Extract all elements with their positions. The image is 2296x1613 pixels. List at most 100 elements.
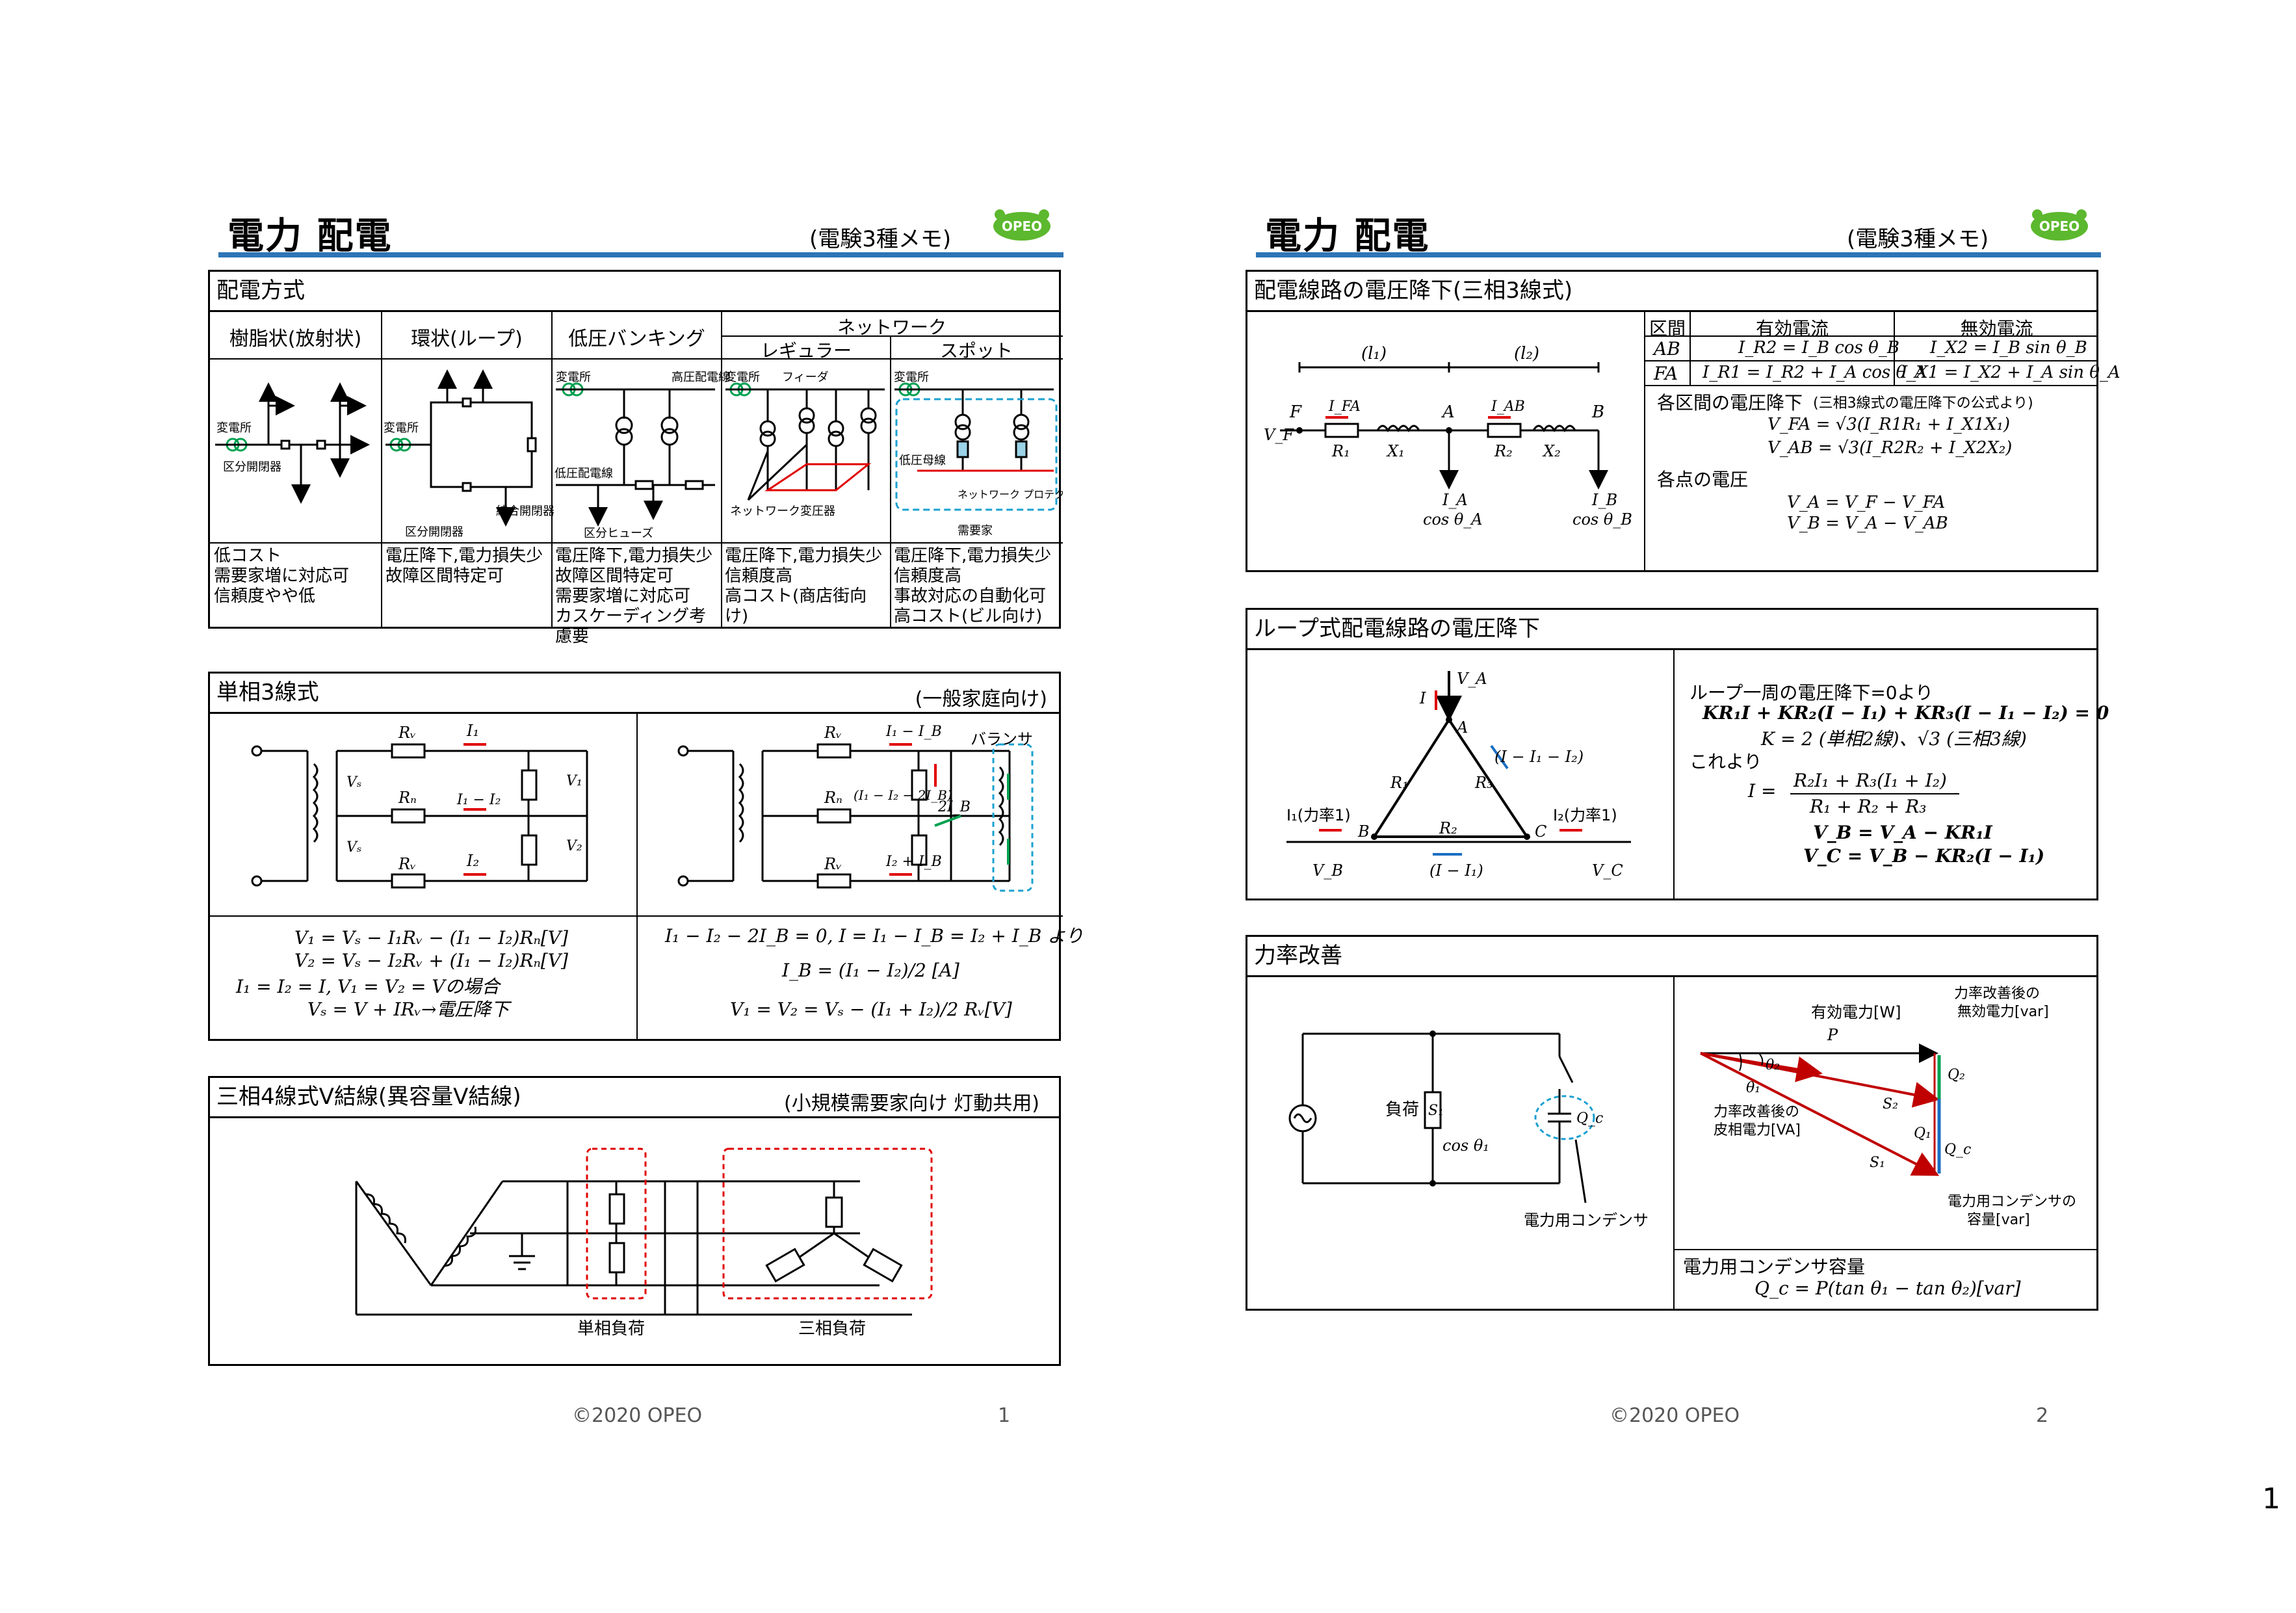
footer-copyright: ©2020 OPEO (572, 1404, 703, 1427)
equation: I₁ = I₂ = I, V₁ = V₂ = Vの場合 (236, 976, 500, 997)
svg-text:S₁: S₁ (1870, 1155, 1885, 1171)
svg-text:I₂: I₂ (466, 852, 479, 870)
svg-text:電力用コンデンサの: 電力用コンデンサの (1948, 1194, 2076, 1210)
svg-text:I_FA: I_FA (1328, 399, 1361, 415)
equation: V₂ = Vₛ − I₂Rᵥ + (I₁ − I₂)Rₙ[V] (294, 950, 568, 971)
svg-text:V_A: V_A (1457, 670, 1487, 688)
svg-text:θ₂: θ₂ (1766, 1057, 1780, 1073)
title-rule (218, 252, 1063, 257)
svg-text:(l₁): (l₁) (1361, 344, 1387, 363)
svg-text:変電所: 変電所 (894, 371, 929, 384)
svg-text:低圧配電線: 低圧配電線 (554, 467, 613, 480)
svg-text:R₂: R₂ (1439, 819, 1457, 837)
equation: I_B = (I₁ − I₂)/2 [A] (782, 960, 959, 981)
col-desc: 電圧降下,電力損失少故障区間特定可需要家増に対応可カスケーディング考慮要 (555, 546, 713, 646)
svg-text:Rᵥ: Rᵥ (824, 855, 842, 873)
svg-text:区分開閉器: 区分開閉器 (405, 525, 463, 539)
svg-text:Vₛ: Vₛ (346, 774, 361, 791)
svg-text:容量[var]: 容量[var] (1967, 1212, 2030, 1228)
page-subtitle: (電験3種メモ) (1847, 226, 1989, 252)
svg-text:V_F: V_F (1264, 426, 1294, 444)
svg-text:低圧母線: 低圧母線 (899, 454, 946, 467)
equation: I₁ − I₂ − 2I_B = 0, I = I₁ − I_B = I₂ + … (665, 925, 1084, 947)
svg-text:ネットワーク プロテクタ: ネットワーク プロテクタ (958, 488, 1063, 501)
svg-text:I_A: I_A (1442, 491, 1468, 509)
col-header: 環状(ループ) (411, 328, 523, 350)
col-desc: 電圧降下,電力損失少信頼度高事故対応の自動化可高コスト(ビル向け) (894, 546, 1052, 626)
svg-text:Rᵥ: Rᵥ (398, 855, 416, 873)
equation: V₁ = Vₛ − I₁Rᵥ − (I₁ − I₂)Rₙ[V] (294, 927, 568, 949)
single3-diagrams: Rᵥ Rₙ Rᵥ I₁ I₁ − I₂ I₂ V₁ V₂ Vₛ Vₛ Rᵥ Rₙ… (251, 722, 1034, 892)
svg-text:Rₙ: Rₙ (398, 789, 417, 807)
svg-text:B: B (1591, 402, 1604, 422)
single3-section: 単相3線式 (一般家庭向け) (208, 672, 1084, 1041)
section-header: ループ式配電線路の電圧降下 (1247, 610, 2096, 650)
svg-text:(I − I₁ − I₂): (I − I₁ − I₂) (1494, 748, 1584, 766)
page-title: 電力 配電 (228, 215, 393, 257)
page-number: 2 (2036, 1404, 2049, 1427)
svg-text:cos θ₁: cos θ₁ (1442, 1136, 1489, 1155)
loop-section: ループ式配電線路の電圧降下 I V_A A B C R₁ R₃ R₂ (1246, 608, 2109, 900)
section-header: 配電線路の電圧降下(三相3線式) (1247, 272, 2096, 312)
svg-text:単相負荷: 単相負荷 (577, 1319, 645, 1339)
svg-text:有効電力[W]: 有効電力[W] (1811, 1003, 1901, 1021)
col-header: スポット (939, 340, 1013, 361)
col-header: 低圧バンキング (568, 328, 705, 350)
svg-text:R₁: R₁ (1331, 442, 1350, 460)
page-title: 電力 配電 (1265, 215, 1430, 257)
svg-text:皮相電力[VA]: 皮相電力[VA] (1714, 1122, 1801, 1138)
svg-text:θ₁: θ₁ (1746, 1080, 1760, 1096)
opeo-logo-icon: OPEO (2031, 209, 2088, 241)
pf-circuit-diagram: 負荷 S₁ cos θ₁ Q_c 電力用コンデンサ (1288, 1030, 1649, 1229)
section-note: (小規模需要家向け 灯動共用) (784, 1092, 1039, 1115)
col-desc: 電圧降下,電力損失少信頼度高高コスト(商店街向け) (725, 546, 883, 626)
svg-text:Rᵥ: Rᵥ (398, 724, 416, 742)
svg-text:F: F (1289, 402, 1302, 422)
title-rule (1256, 252, 2101, 257)
svg-text:V₂: V₂ (566, 838, 582, 854)
svg-text:I₂ + I_B: I₂ + I_B (885, 854, 942, 870)
loop-diagram: I V_A A B C R₁ R₃ R₂ (I − I₁ − I₂) (I − … (1286, 670, 1631, 880)
col-header: レギュラー (760, 340, 852, 361)
svg-text:変電所: 変電所 (556, 371, 591, 384)
drop3-section: 配電線路の電圧降下(三相3線式) 区間 有効電流 無効電流 AB I_R2 = … (1246, 270, 2120, 572)
drop3-diagram: (l₁) (l₂) F A B V_F I_FA I_AB R₁ X₁ R₂ X… (1264, 344, 1632, 529)
svg-text:三相負荷: 三相負荷 (798, 1319, 866, 1339)
page-1: 電力 配電 (電験3種メモ) OPEO 配電方式 樹脂状(放射状) 環状(ループ… (208, 209, 1084, 1427)
svg-text:フィーダ: フィーダ (782, 371, 829, 384)
svg-text:B: B (1357, 822, 1370, 841)
svg-text:S₁: S₁ (1428, 1103, 1444, 1119)
svg-text:I₁ − I₂: I₁ − I₂ (456, 792, 501, 808)
pf-phasor-diagram: 有効電力[W] P θ₂ θ₁ S₂ S₁ Q₂ Q₁ Q_c 力率改善後の 無… (1700, 986, 2076, 1228)
svg-text:R₂: R₂ (1494, 442, 1513, 460)
equation: V₁ = V₂ = Vₛ − (I₁ + I₂)/2 Rᵥ[V] (730, 999, 1012, 1020)
section-header: 単相3線式 (210, 674, 1059, 714)
svg-text:Q_c: Q_c (1944, 1142, 1971, 1158)
svg-text:V_B: V_B (1312, 861, 1343, 880)
svg-text:変電所: 変電所 (216, 421, 252, 435)
svg-text:OPEO: OPEO (2039, 218, 2080, 234)
svg-text:I_B: I_B (1591, 491, 1617, 509)
pf-section: 力率改善 負荷 S₁ cos θ₁ Q_c (1246, 935, 2098, 1311)
svg-text:I_AB: I_AB (1491, 399, 1525, 415)
svg-text:Q_c: Q_c (1576, 1110, 1603, 1127)
section-header: 配電方式 (210, 272, 1059, 312)
haiden-section: 配電方式 樹脂状(放射状) 環状(ループ) 低圧バンキング ネットワーク レギュ… (208, 270, 1063, 646)
svg-text:A: A (1455, 718, 1468, 737)
svg-text:V₁: V₁ (566, 773, 582, 789)
col-desc: 電圧降下,電力損失少故障区間特定可 (385, 546, 543, 586)
section-header: 三相4線式V結線(異容量V結線) (210, 1078, 1059, 1118)
section-header: 力率改善 (1247, 937, 2096, 977)
page-subtitle: (電験3種メモ) (809, 226, 952, 252)
svg-text:X₂: X₂ (1542, 442, 1561, 460)
svg-text:Q₁: Q₁ (1914, 1125, 1931, 1142)
svg-text:バランサ: バランサ (971, 730, 1033, 748)
haiden-diagrams: 変電所 区分開閉器 変電所 区分開閉器 結合開閉器 (215, 369, 1063, 540)
svg-text:R₃: R₃ (1474, 774, 1493, 792)
svg-text:変電所: 変電所 (384, 421, 419, 435)
three4-diagram: 単相負荷 三相負荷 (355, 1147, 933, 1339)
col-desc: 低コスト需要家増に対応可信頼度やや低 (214, 546, 350, 606)
svg-text:2I_B: 2I_B (937, 799, 971, 815)
col-header: 樹脂状(放射状) (229, 328, 362, 350)
svg-text:電力用コンデンサ: 電力用コンデンサ (1524, 1211, 1649, 1229)
